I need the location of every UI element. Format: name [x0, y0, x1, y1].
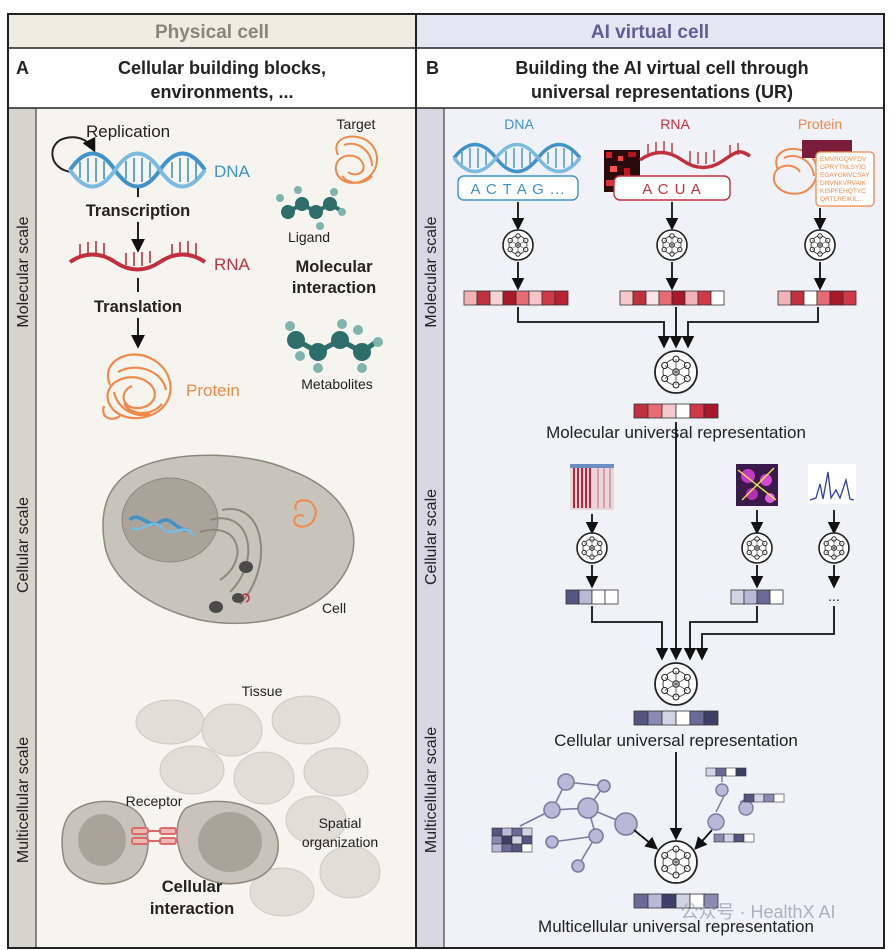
- protein-seq-line-5: KISPFEHQTYC: [820, 188, 866, 195]
- right-scale-sidebar: [416, 108, 444, 948]
- protein-seq-line-2: GPRYTNLSYIG: [820, 164, 866, 171]
- panel-b-letter: B: [426, 58, 439, 78]
- metabolites-molecule-icon: [285, 319, 383, 373]
- imaging-encoder-icon: [741, 532, 773, 564]
- header-physical-cell: Physical cell: [155, 22, 269, 43]
- rna-encoder-icon: [656, 229, 688, 261]
- cellular-interaction-label-line2: interaction: [150, 900, 234, 918]
- cellular-interaction-label-line1: Cellular: [162, 878, 223, 896]
- molecular-interaction-label-line1: Molecular: [295, 258, 373, 276]
- multicellular-ur-label: Multicellular universal representation: [538, 917, 814, 936]
- metabolites-label: Metabolites: [301, 376, 373, 392]
- protein-seq-line-1: EMVRGQVFDV: [820, 156, 867, 163]
- target-protein-icon: [334, 135, 378, 184]
- dna-sequence-box: [457, 175, 579, 201]
- microscopy-image: [736, 464, 778, 506]
- expression-heatmap-image: [570, 464, 614, 510]
- cell-illustration: [102, 454, 355, 625]
- protein-seq-line-3: EGAYGMVCSAY: [820, 172, 870, 179]
- cellular-ur-encoder-icon: [654, 662, 698, 706]
- tissue-label: Tissue: [242, 683, 283, 699]
- protein-seq-line-4: DNVNKVRVAIK: [820, 180, 867, 187]
- right-dna-helix-icon: [452, 142, 582, 174]
- interacting-cells-illustration: [61, 800, 279, 885]
- right-panel-bg: [416, 14, 884, 948]
- protein-encoder-icon: [804, 229, 836, 261]
- spatial-organization-label-line1: Spatial: [319, 815, 362, 831]
- spectrum-embedding-ellipsis: ...: [828, 588, 840, 604]
- replication-loop-arrow: [51, 136, 96, 173]
- left-molecular-scale-label: Molecular scale: [15, 216, 32, 327]
- spectrum-plot-image: [808, 464, 856, 504]
- rna-sequence-box: [613, 175, 731, 201]
- spectrum-encoder-icon: [818, 532, 850, 564]
- right-dna-label: DNA: [504, 116, 534, 132]
- molecular-interaction-label-line2: interaction: [292, 279, 376, 297]
- expression-embedding-vector: [565, 589, 619, 605]
- left-scale-sidebar: [8, 108, 36, 948]
- rna-embedding-vector: [619, 290, 725, 306]
- left-cellular-scale-label: Cellular scale: [15, 497, 32, 593]
- rna-label: RNA: [214, 255, 251, 274]
- spatial-organization-label-line2: organization: [302, 834, 378, 850]
- dna-helix-icon: [68, 151, 207, 189]
- protein-icon: [102, 353, 172, 420]
- transcription-label: Transcription: [86, 202, 191, 220]
- dna-sequence-text: A C T A G ...: [471, 181, 566, 198]
- panel-a-letter: A: [16, 58, 29, 78]
- multicellular-ur-vector: [633, 893, 719, 909]
- cellular-ur-vector: [633, 710, 719, 726]
- watermark-text: 公众号 · HealthX AI: [680, 902, 835, 922]
- right-protein-icon: [772, 147, 818, 195]
- left-multicellular-scale-label: Multicellular scale: [15, 737, 32, 863]
- right-cellular-scale-label: Cellular scale: [423, 489, 440, 585]
- panel-a-title-line2: environments, ...: [150, 82, 293, 102]
- cell-label: Cell: [322, 600, 346, 616]
- molecular-ur-vector: [633, 403, 719, 419]
- protein-embedding-vector: [777, 290, 857, 306]
- spatial-node-embeddings: [705, 767, 785, 843]
- panel-b-title-line1: Building the AI virtual cell through: [515, 58, 808, 78]
- protein-sequence-box: [815, 151, 875, 207]
- right-molecular-scale-label: Molecular scale: [423, 216, 440, 327]
- header-ai-virtual-cell: AI virtual cell: [591, 22, 709, 43]
- rna-strand-icon: [68, 241, 207, 272]
- right-rna-strand-icon: [638, 141, 751, 170]
- rna-sequence-text: A C U A: [642, 181, 702, 198]
- dna-embedding-vector: [463, 290, 569, 306]
- protein-label: Protein: [186, 381, 240, 400]
- dna-label: DNA: [214, 162, 251, 181]
- imaging-embedding-vector: [730, 589, 784, 605]
- receptor-icon: [131, 827, 177, 845]
- panel-a-title-line1: Cellular building blocks,: [118, 58, 326, 78]
- right-rna-label: RNA: [660, 116, 690, 132]
- panel-b-title-line2: universal representations (UR): [531, 82, 793, 102]
- replication-label: Replication: [86, 122, 170, 141]
- spatial-node-cluster: [707, 776, 754, 831]
- receptor-label: Receptor: [126, 793, 183, 809]
- right-protein-label: Protein: [798, 116, 842, 132]
- right-multicellular-scale-label: Multicellular scale: [423, 727, 440, 853]
- graph-node-embeddings: [491, 827, 533, 853]
- molecular-ur-encoder-icon: [654, 350, 698, 394]
- protein-sequence-lines: EMVRGQVFDV GPRYTNLSYIG EGAYGMVCSAY DNVNK…: [820, 156, 870, 203]
- cellular-ur-label: Cellular universal representation: [554, 731, 798, 750]
- multicellular-ur-encoder-icon: [654, 840, 698, 884]
- expression-encoder-icon: [576, 532, 608, 564]
- dna-encoder-icon: [502, 229, 534, 261]
- cell-graph-network: [519, 773, 638, 873]
- ligand-label: Ligand: [288, 229, 330, 245]
- protein-seq-line-6: QRTLREIKIL...: [820, 196, 863, 203]
- translation-label: Translation: [94, 298, 182, 316]
- target-label: Target: [337, 116, 376, 132]
- ligand-molecule-icon: [276, 186, 346, 230]
